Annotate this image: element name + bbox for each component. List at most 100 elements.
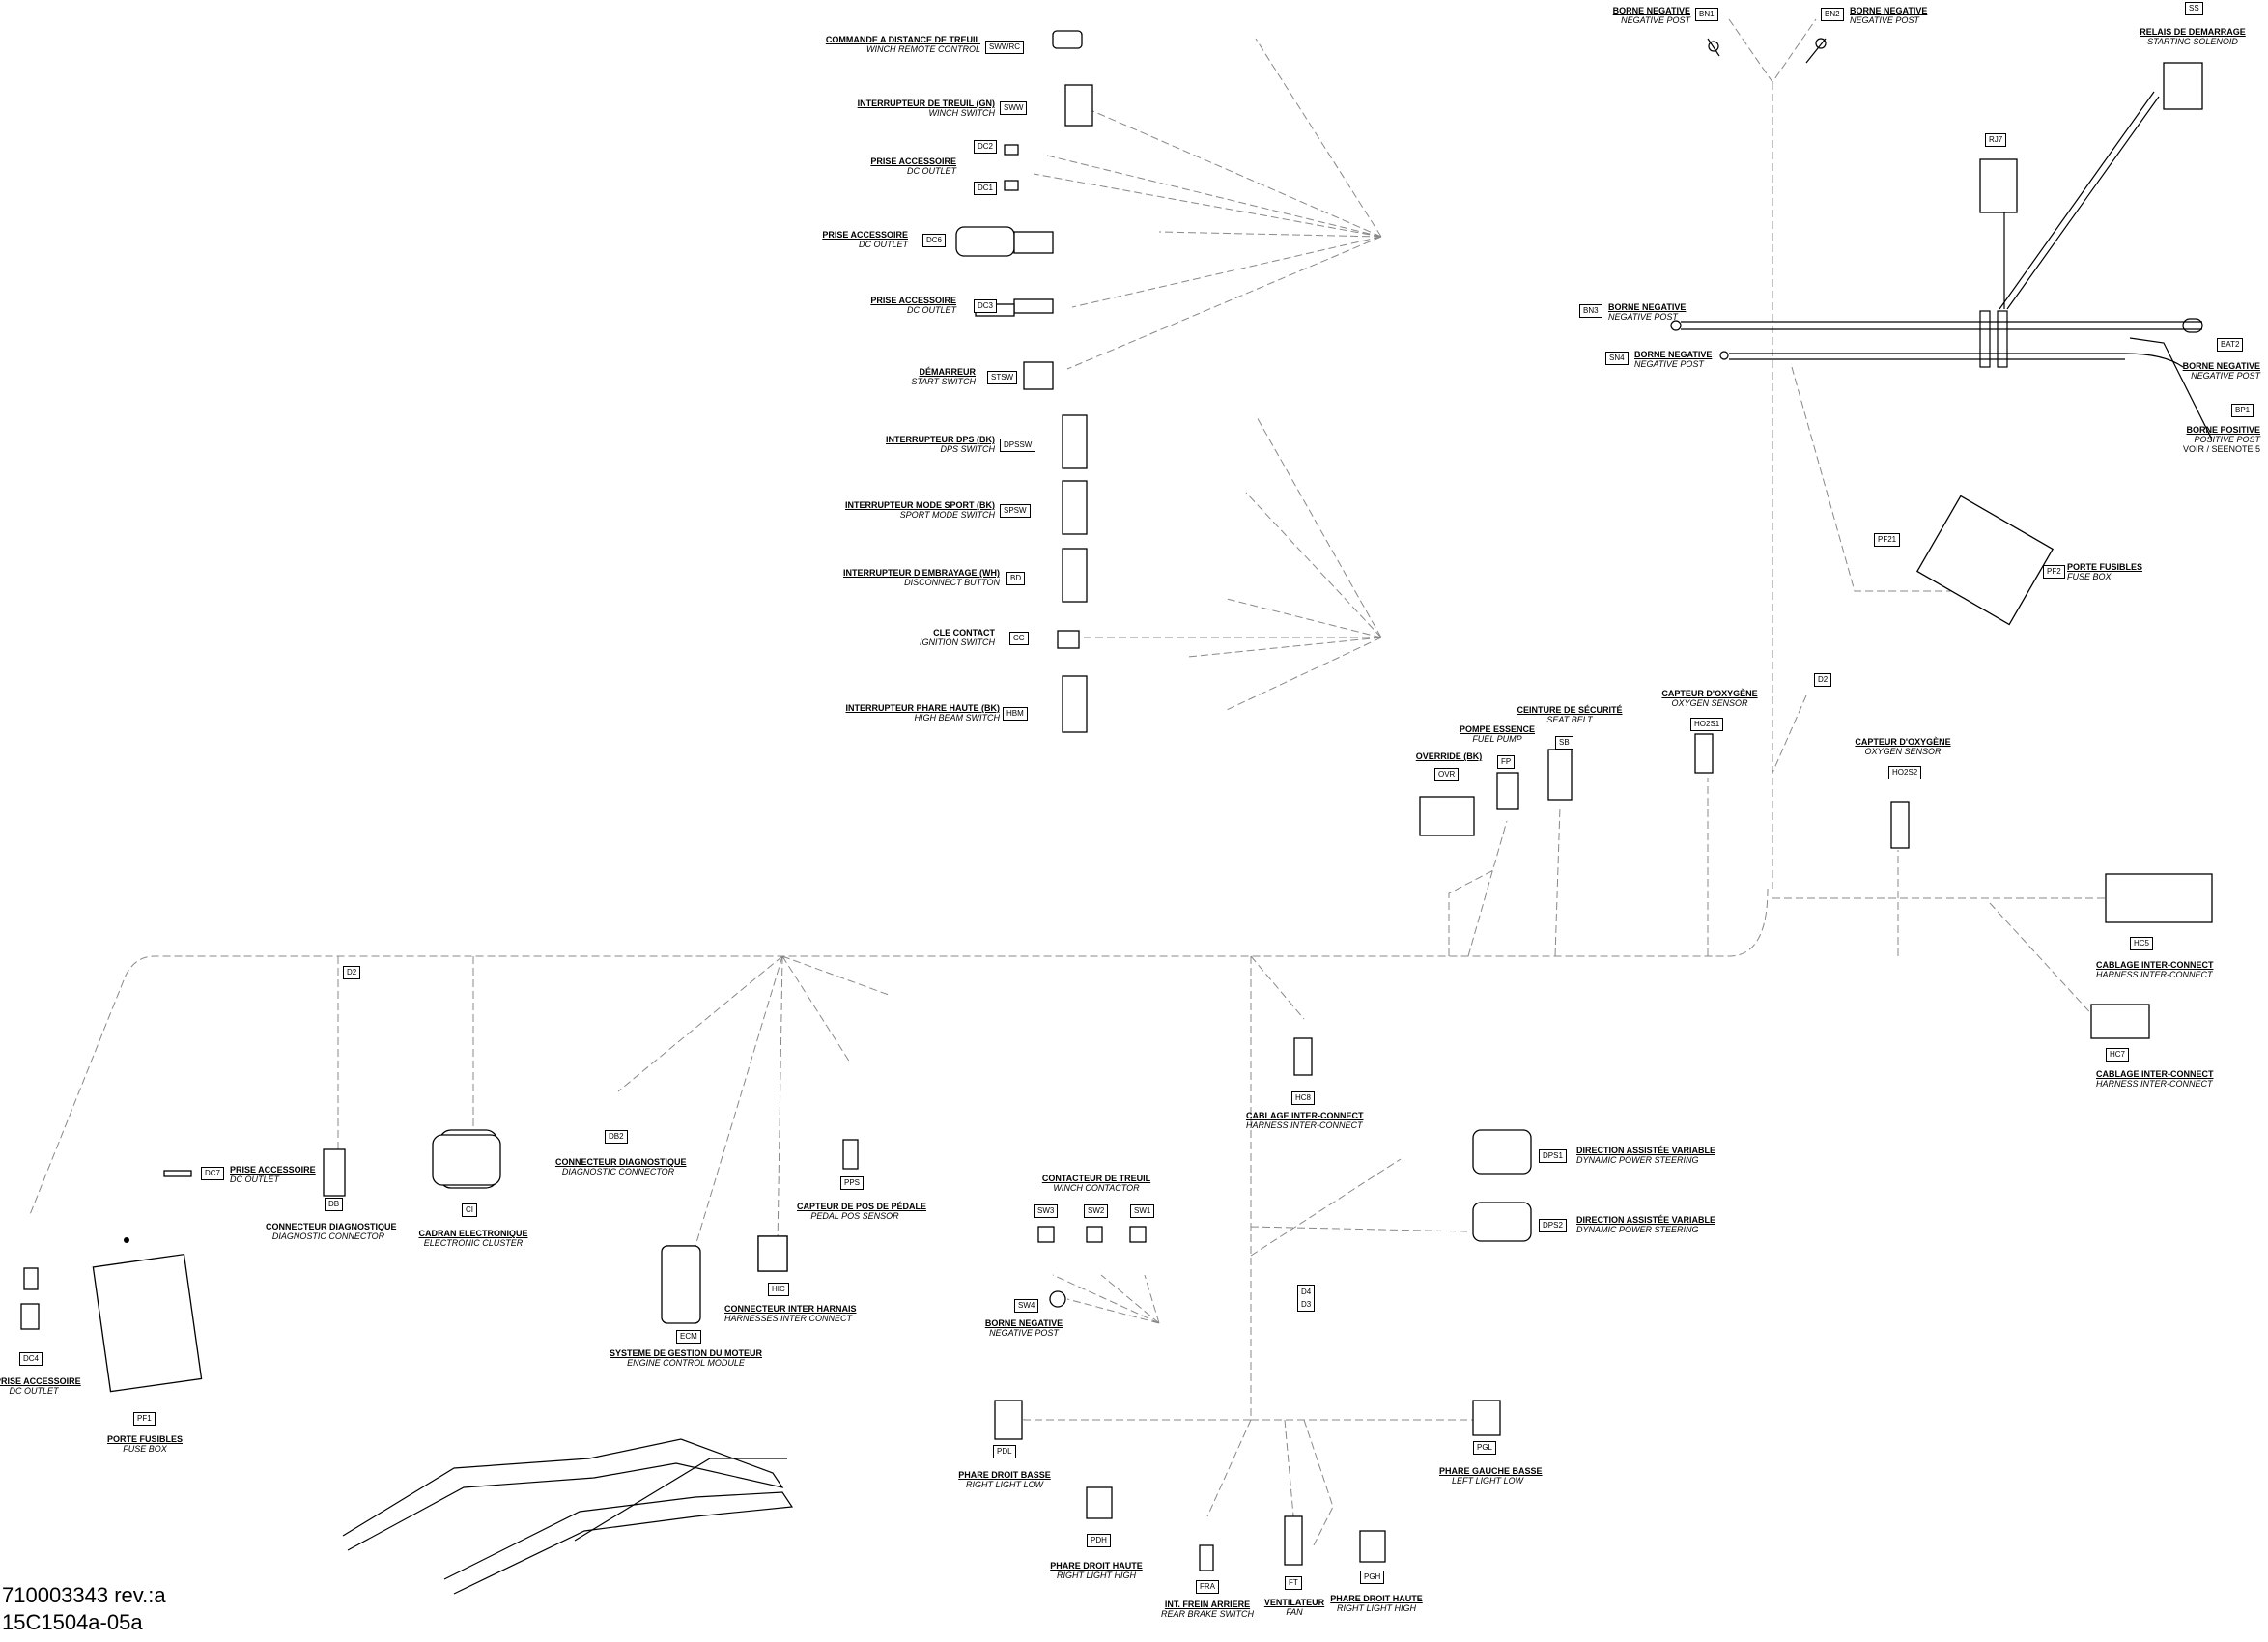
- code-fra: FRA: [1196, 1580, 1219, 1594]
- label-hbm: INTERRUPTEUR PHARE HAUTE (BK)HIGH BEAM S…: [845, 703, 1001, 722]
- code-ss: SS: [2185, 2, 2203, 15]
- code-pgh: PGH: [1360, 1571, 1385, 1584]
- code-db2: DB2: [605, 1130, 628, 1144]
- code-ci: CI: [462, 1203, 477, 1217]
- code-ovr: OVR: [1434, 768, 1460, 781]
- code-dps2: DPS2: [1539, 1219, 1567, 1232]
- code-dc1: DC1: [974, 182, 998, 195]
- code-hc5: HC5: [2130, 937, 2154, 950]
- code-d2-upper: D2: [1814, 673, 1832, 687]
- code-pf1: PF1: [133, 1412, 156, 1426]
- code-pdh: PDH: [1087, 1534, 1111, 1547]
- label-sww: INTERRUPTEUR DE TREUIL (GN)WINCH SWITCH: [857, 99, 995, 118]
- figure-code: 15C1504a-05a: [2, 1610, 143, 1634]
- code-pgl: PGL: [1473, 1441, 1497, 1455]
- code-ft: FT: [1285, 1576, 1302, 1590]
- code-bn1: BN1: [1695, 8, 1718, 21]
- code-bd: BD: [1006, 572, 1026, 585]
- code-ho2s2: HO2S2: [1888, 766, 1922, 779]
- code-dc3: DC3: [974, 299, 998, 313]
- code-pf21: PF21: [1874, 533, 1901, 547]
- part-number: 710003343 rev.:a: [2, 1583, 166, 1607]
- code-rj7: RJ7: [1985, 133, 2007, 147]
- code-fp: FP: [1497, 755, 1516, 769]
- code-sb: SB: [1555, 736, 1573, 750]
- code-dc2: DC2: [974, 140, 998, 154]
- code-d2-lower: D2: [343, 966, 361, 979]
- code-dpssw: DPSSW: [1000, 439, 1036, 452]
- label-dpssw: INTERRUPTEUR DPS (BK)DPS SWITCH: [885, 435, 995, 454]
- code-bn2: BN2: [1821, 8, 1844, 21]
- label-bd: INTERRUPTEUR D'EMBRAYAGE (WH)DISCONNECT …: [843, 568, 1000, 587]
- marker-dot: [124, 1237, 129, 1243]
- code-pps: PPS: [840, 1176, 865, 1190]
- code-ho2s1: HO2S1: [1690, 718, 1724, 731]
- code-cc: CC: [1009, 632, 1029, 645]
- code-dc7: DC7: [201, 1167, 225, 1180]
- code-sw3: SW3: [1034, 1204, 1059, 1218]
- code-hc7: HC7: [2106, 1048, 2130, 1062]
- code-sw2: SW2: [1084, 1204, 1109, 1218]
- code-sw1: SW1: [1130, 1204, 1155, 1218]
- code-stsw: STSW: [987, 371, 1018, 384]
- code-hbm: HBM: [1003, 707, 1028, 721]
- code-hc8: HC8: [1291, 1091, 1316, 1105]
- code-dps1: DPS1: [1539, 1149, 1567, 1163]
- code-bn3: BN3: [1579, 304, 1602, 318]
- code-sn4: SN4: [1605, 352, 1629, 365]
- code-db: DB: [325, 1198, 344, 1211]
- code-pdl: PDL: [993, 1445, 1016, 1458]
- label-ovr: OVERRIDE (BK): [1415, 751, 1483, 761]
- code-spsw: SPSW: [1000, 504, 1031, 518]
- code-pf2: PF2: [2043, 565, 2065, 579]
- code-sw4: SW4: [1014, 1299, 1039, 1313]
- code-sww: SWW: [1000, 101, 1028, 115]
- code-ecm: ECM: [676, 1330, 701, 1344]
- label-spsw: INTERRUPTEUR MODE SPORT (BK)SPORT MODE S…: [845, 500, 995, 520]
- code-bp1: BP1: [2231, 404, 2254, 417]
- code-hic: HIC: [768, 1283, 789, 1296]
- code-swrc: SWWRC: [985, 41, 1024, 54]
- code-dc6: DC6: [922, 234, 947, 247]
